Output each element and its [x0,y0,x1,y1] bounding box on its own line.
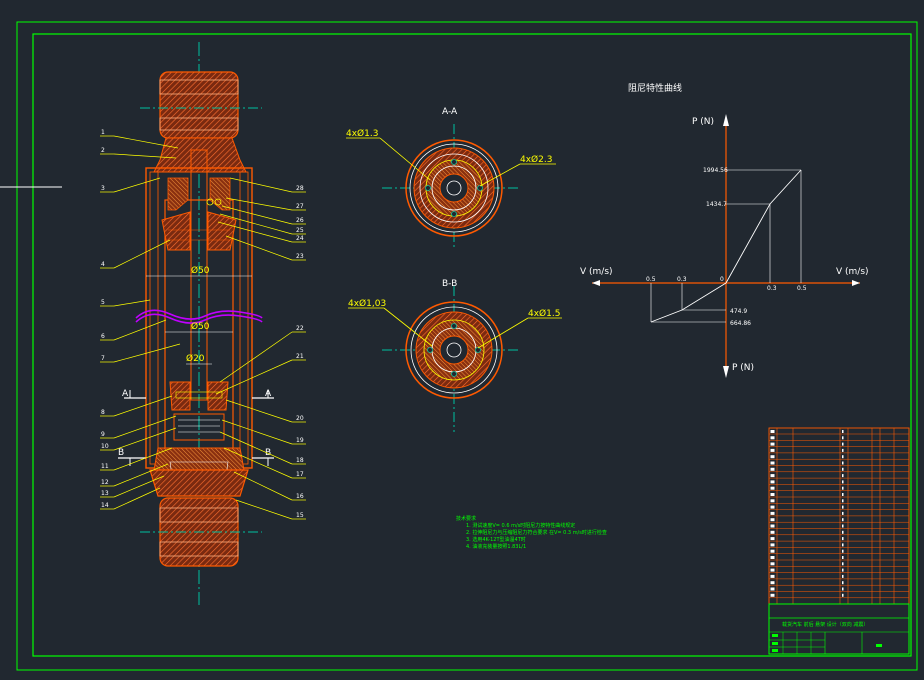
part-number-22: 22 [296,325,304,332]
part-number-14: 14 [101,502,109,509]
section-mark-a-left: A [122,389,129,399]
section-aa-label-left: 4xØ1.3 [346,128,378,139]
part-number-11: 11 [101,463,109,470]
part-number-24: 24 [296,235,304,242]
part-number-5: 5 [101,299,105,306]
part-number-8: 8 [101,409,105,416]
parts-list [768,427,910,605]
section-aa-title: A-A [442,107,458,117]
curve-compression-line [725,169,802,284]
dim-d20: Ø20 [186,353,205,364]
section-mark-a-right: A [265,389,272,399]
section-bb-title: B-B [442,279,457,289]
curve-force-neg-2: 664.86 [730,320,751,327]
curve-rebound-line [650,282,727,323]
section-bb-label-left: 4xØ1,03 [348,298,386,309]
part-number-1: 1 [101,129,105,136]
part-number-15: 15 [296,512,304,519]
part-number-12: 12 [101,479,109,486]
part-number-28: 28 [296,185,304,192]
part-number-6: 6 [101,333,105,340]
part-number-13: 13 [101,490,109,497]
dim-d50b: Ø50 [191,321,210,332]
notes-line-2: 2. 拉伸阻尼力与压缩阻尼力符合要求 在V= 0.3 m/s时进行检查 [466,529,607,536]
part-number-19: 19 [296,437,304,444]
part-number-4: 4 [101,261,105,268]
damping-curve: 阻尼特性曲线 P (N) P (N) V (m/s) V (m/s) 1994.… [580,82,869,378]
part-number-27: 27 [296,203,304,210]
part-number-9: 9 [101,431,105,438]
curve-force-pos-1: 1994.56 [703,167,728,174]
curve-origin: 0 [720,276,724,283]
top-eye [159,71,239,139]
notes-line-4: 4. 油液充装量按照1.83L/1 [466,543,526,550]
section-bb: B-B 4xØ1,03 4xØ1.5 [348,279,562,432]
part-number-23: 23 [296,253,304,260]
curve-y-down-label: P (N) [732,363,754,373]
curve-tick-right-2: 0.5 [797,285,807,292]
notes-line-1: 1. 测试速度V= 0.6 m/s时阻尼力按特性曲线规定 [466,522,575,529]
technical-notes: 技术要求 1. 测试速度V= 0.6 m/s时阻尼力按特性曲线规定 2. 拉伸阻… [456,515,607,550]
curve-force-pos-2: 1434.7 [706,201,727,208]
part-number-20: 20 [296,415,304,422]
curve-y-up-label: P (N) [692,117,714,127]
title-block-title: 载货汽车 前后 悬架 设计（双向 减震） [782,621,868,628]
shock-absorber-drawing: Ø50 Ø50 Ø20 A A B B [118,42,274,605]
curve-tick-left-1: 0.5 [646,276,656,283]
curve-x-right-label: V (m/s) [836,267,869,277]
dim-d50a: Ø50 [191,265,210,276]
part-number-18: 18 [296,457,304,464]
part-number-16: 16 [296,493,304,500]
part-number-25: 25 [296,227,304,234]
part-number-10: 10 [101,443,109,450]
break-line [135,309,263,320]
curve-title: 阻尼特性曲线 [628,82,682,94]
section-aa: A-A 4xØ1.3 4xØ2.3 [346,107,556,250]
part-number-17: 17 [296,471,304,478]
part-number-7: 7 [101,355,105,362]
part-number-26: 26 [296,217,304,224]
outer-frame [16,21,918,671]
piston-rod [190,149,208,401]
inner-frame [32,33,912,657]
curve-tick-right-1: 0.3 [767,285,777,292]
part-number-2: 2 [101,147,105,154]
section-mark-b-left: B [118,448,124,458]
part-number-3: 3 [101,185,105,192]
curve-tick-left-2: 0.3 [677,276,687,283]
title-block: 载货汽车 前后 悬架 设计（双向 减震） [768,603,910,655]
notes-line-3: 3. 选用4K-12T型油温4T时 [466,536,526,543]
curve-force-neg-1: 474.9 [730,308,747,315]
section-aa-label-right: 4xØ2.3 [520,154,552,165]
notes-title: 技术要求 [456,515,476,522]
part-number-21: 21 [296,353,304,360]
section-bb-label-right: 4xØ1.5 [528,308,560,319]
curve-x-left-label: V (m/s) [580,267,613,277]
